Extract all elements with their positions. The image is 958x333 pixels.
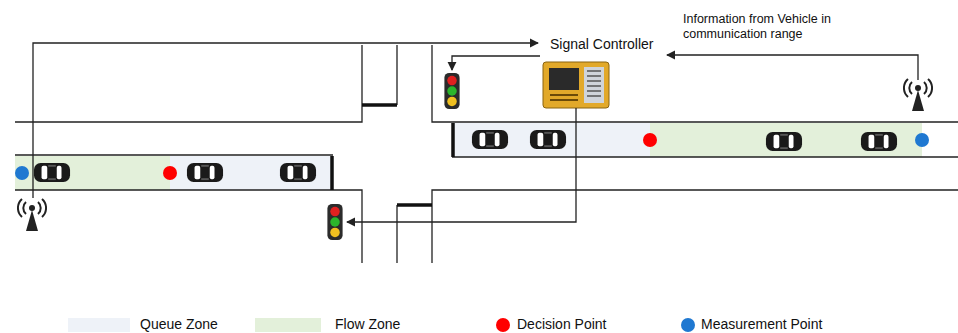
- annotation: Information from Vehicle in communicatio…: [683, 12, 873, 42]
- decision-point: [643, 133, 657, 147]
- car: [861, 132, 897, 151]
- stop-lines: [332, 105, 453, 205]
- stop-line: [397, 203, 432, 207]
- measurement-point: [15, 166, 29, 180]
- controller-buttons: [550, 95, 578, 100]
- road-edge: [15, 190, 362, 263]
- decision-point: [163, 166, 177, 180]
- lane-divider: [396, 45, 397, 105]
- controller-keypad: [584, 67, 604, 103]
- info-arrow: [33, 43, 538, 198]
- antenna: [18, 199, 46, 231]
- car: [766, 132, 802, 151]
- keypad-keys: [587, 71, 601, 96]
- stop-line: [362, 103, 397, 107]
- traffic-light: [327, 204, 342, 240]
- legend-swatch: [496, 318, 510, 332]
- stop-line: [451, 123, 455, 157]
- legend-label: Queue Zone: [140, 316, 218, 332]
- controller-device: [543, 62, 609, 108]
- queue-zone: [170, 156, 333, 190]
- communication-lines: [33, 43, 918, 222]
- legend-label: Flow Zone: [335, 316, 400, 332]
- car: [472, 130, 508, 149]
- car: [187, 163, 223, 182]
- car: [280, 163, 316, 182]
- stop-line: [330, 156, 334, 190]
- car: [530, 130, 566, 149]
- legend-swatch: [681, 318, 695, 332]
- flow-zone: [15, 156, 170, 190]
- signal-arrow: [452, 56, 540, 70]
- road-lines: [15, 45, 958, 263]
- controller-body: [543, 62, 609, 108]
- measurement-point: [915, 133, 929, 147]
- antenna: [904, 79, 932, 111]
- road-edge: [432, 190, 958, 263]
- cars: [34, 130, 897, 182]
- legend-label: Decision Point: [517, 316, 607, 332]
- queue-zone: [452, 123, 650, 157]
- lane-divider: [452, 156, 958, 157]
- points: [15, 133, 929, 180]
- lane-divider: [15, 154, 333, 155]
- legend-swatch: [68, 318, 130, 332]
- road-edge: [432, 45, 958, 122]
- controller-screen: [549, 68, 579, 90]
- controller-label: Signal Controller: [547, 35, 657, 53]
- road-edge: [15, 45, 362, 122]
- flow-zone: [650, 123, 922, 157]
- legend-swatch: [255, 318, 321, 332]
- info-arrow: [667, 55, 918, 80]
- car: [34, 163, 70, 182]
- lane-divider: [396, 205, 397, 263]
- signal-arrow: [347, 108, 576, 222]
- node-text: Signal Controller: [550, 36, 654, 52]
- legend-label: Measurement Point: [701, 316, 822, 332]
- traffic-light: [444, 73, 459, 109]
